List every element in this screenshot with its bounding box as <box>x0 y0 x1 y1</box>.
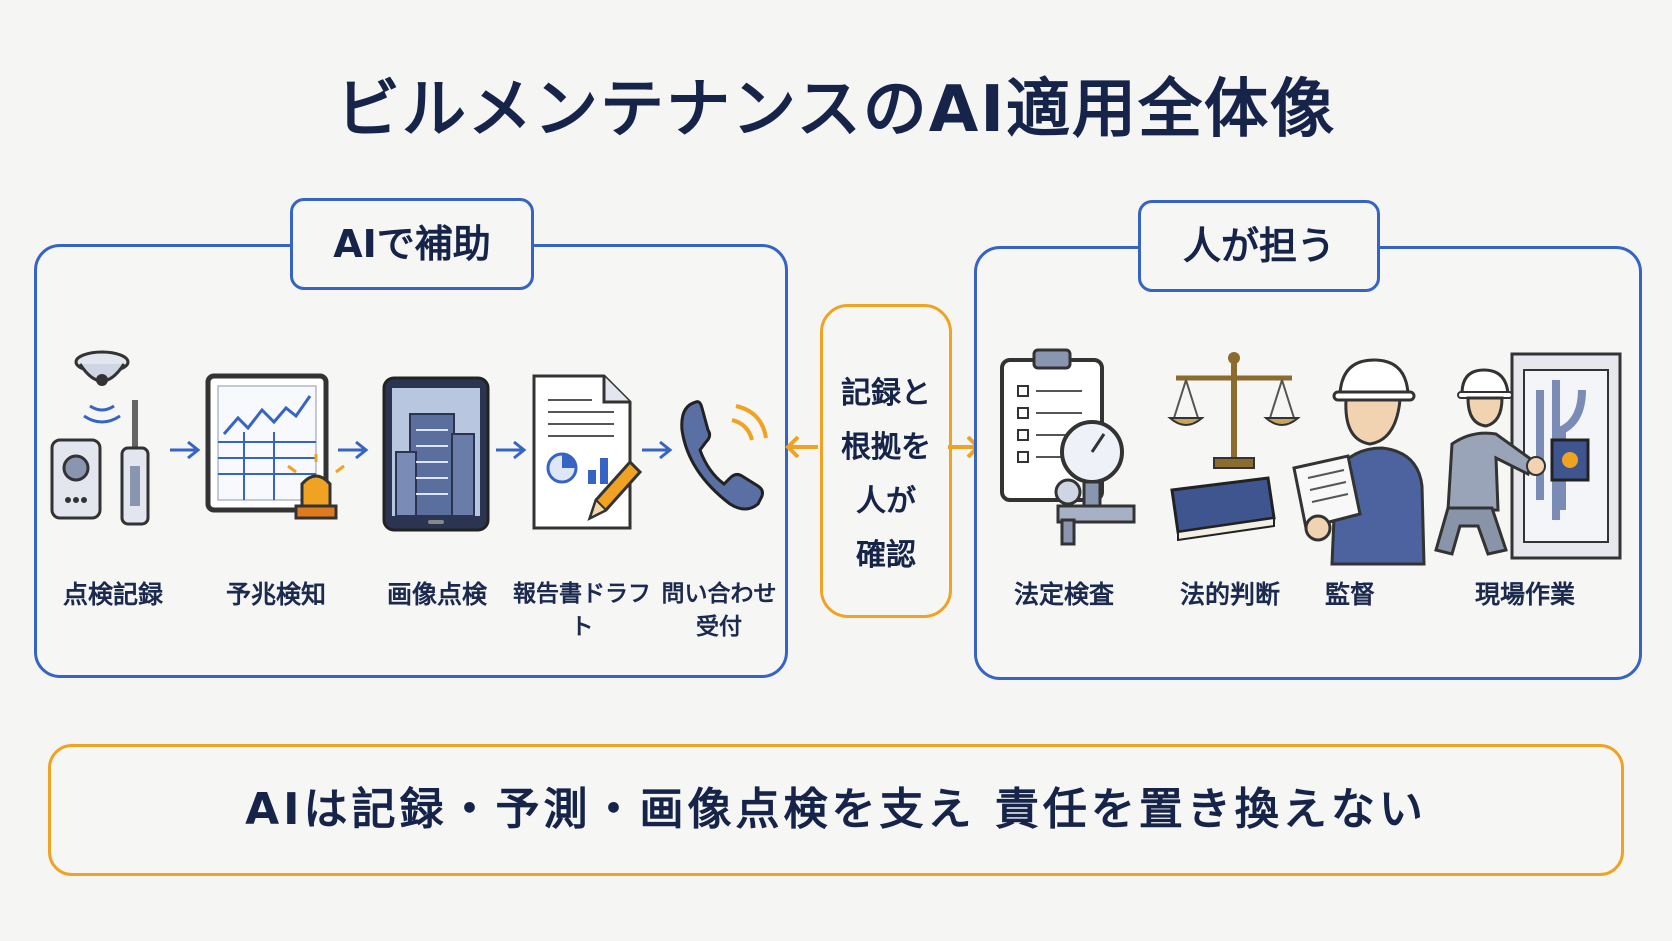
human-item-label: 法定検査 <box>1013 580 1114 609</box>
arrow-right-icon <box>496 440 527 460</box>
summary-box: AIは記録・予測・画像点検を支え 責任を置き換えない <box>48 744 1624 876</box>
clipboard-gauge-icon <box>1000 348 1136 546</box>
tablet-building-icon <box>382 376 490 532</box>
human-role-label: 人が担う <box>1138 200 1380 292</box>
arrow-right-icon <box>170 440 201 460</box>
ai-item-label: 画像点検 <box>386 580 487 609</box>
field-worker-icon <box>1434 352 1622 560</box>
human-item-label: 法的判断 <box>1179 580 1280 609</box>
page-title: ビルメンテナンスのAI適用全体像 <box>335 73 1337 147</box>
trend-chart-alarm-icon <box>205 373 345 520</box>
ai-item-label: 報告書ドラフト <box>513 581 651 640</box>
supervisor-icon <box>1292 358 1426 566</box>
human-review-text: 記録と 根拠を 人が 確認 <box>841 376 931 573</box>
ai-item-label: 点検記録 <box>62 580 163 609</box>
human-item-label: 現場作業 <box>1474 580 1575 609</box>
ai-item-label: 予兆検知 <box>225 580 326 609</box>
phone-icon <box>680 400 768 511</box>
report-document-icon <box>532 374 643 530</box>
ai-assist-label: AIで補助 <box>290 198 534 290</box>
summary-text: AIは記録・予測・画像点検を支え 責任を置き換えない <box>245 784 1427 835</box>
scales-law-book-icon <box>1167 352 1301 542</box>
double-arrow-icon <box>785 435 818 459</box>
arrow-right-icon <box>642 440 673 460</box>
human-review-box: 記録と 根拠を 人が 確認 <box>820 304 952 618</box>
ai-item-label: 問い合わせ 受付 <box>661 581 777 640</box>
arrow-right-icon <box>338 440 369 460</box>
human-item-label: 監督 <box>1324 580 1375 609</box>
sensor-devices-icon <box>50 350 150 526</box>
